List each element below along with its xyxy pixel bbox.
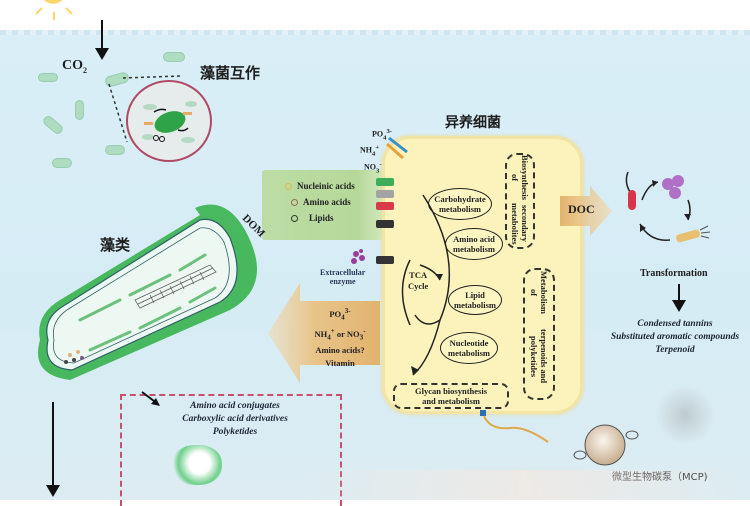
- algal-debris-cloud: [172, 445, 222, 485]
- amino-acids-label: Amino acids?: [315, 345, 365, 356]
- zoom-callout-lines: [108, 75, 181, 143]
- product-item: Polyketides: [212, 427, 258, 437]
- extracellular-enzyme-label: Extracellular enzyme: [320, 268, 366, 286]
- dom-panel: [262, 170, 382, 240]
- sky: [0, 0, 750, 34]
- tca-cycle-label: TCA Cycle: [408, 270, 429, 291]
- doc-products-list: Condensed tannins Substituted aromatic c…: [590, 318, 750, 357]
- water-surface: [0, 30, 750, 35]
- dom-item: Lipids: [285, 210, 375, 226]
- nh4-no3-label: NH4+ or NO3-: [314, 326, 366, 342]
- transporter-lipids-2-icon: [376, 220, 394, 228]
- bacterium: [105, 145, 125, 155]
- vitamin-label: Vitamin: [325, 358, 355, 369]
- bottom-haze: [300, 470, 750, 500]
- product-item: Terpenoid: [655, 345, 695, 355]
- dom-items-list: Nucleinic acids Amino acids Lipids: [285, 178, 375, 226]
- lipid-dot-icon: [291, 214, 298, 222]
- bacterium: [52, 158, 72, 168]
- mcp-pump-icon: [573, 424, 639, 466]
- bacterium: [163, 52, 185, 62]
- co2-arrow-icon: [95, 20, 109, 60]
- sun-icon: [38, 0, 68, 8]
- algae-bacteria-illustration: [142, 101, 197, 143]
- product-item: Carboxylic acid derivatives: [182, 414, 288, 424]
- secondary-metabolites-box: Biosynthesis of secondary metabolites: [505, 153, 535, 249]
- doc-label: DOC: [568, 202, 595, 216]
- dom-item: Amino acids: [285, 194, 375, 210]
- amino-acid-dot-icon: [291, 198, 298, 206]
- extracellular-enzyme-icon: [351, 249, 365, 264]
- po4-label: PO43-: [329, 307, 351, 322]
- sinking-arrow-icon: [46, 402, 60, 497]
- sun-rays-icon: [35, 7, 73, 20]
- nutrient-return-arrow: [268, 283, 380, 383]
- transporter-nucleic-acids-icon: [376, 178, 394, 186]
- transformation-label: Transformation: [640, 268, 708, 279]
- transporter-lipids-icon: [376, 202, 394, 210]
- heterotroph-label: 异养细菌: [445, 115, 501, 131]
- algae-bacteria-interaction-circle: [126, 80, 212, 162]
- interaction-label: 藻菌互作: [200, 64, 261, 82]
- doc-arrow: [560, 186, 612, 236]
- algae-cell: [38, 204, 257, 380]
- dom-item: Nucleinic acids: [285, 178, 375, 194]
- algal-products-box: [120, 394, 342, 506]
- bacterium: [38, 73, 58, 82]
- algal-products-list: Amino acid conjugates Carboxylic acid de…: [150, 400, 320, 439]
- nutrient-return-labels: PO43- NH4+ or NO3- Amino acids? Vitamin: [300, 305, 380, 370]
- transporter-amino-acids-icon: [376, 190, 394, 198]
- bacterium: [75, 100, 84, 120]
- tca-cycle-arrows-icon: [401, 194, 450, 376]
- product-item: Condensed tannins: [637, 319, 713, 329]
- flagellum-icon: [480, 410, 549, 443]
- algae-label: 藻类: [100, 236, 131, 254]
- recalcitrant-doc-cloud: [655, 385, 715, 445]
- transformation-arrow-icon: [672, 284, 686, 312]
- transporter-enzyme-icon: [376, 256, 394, 264]
- product-item: Amino acid conjugates: [190, 401, 280, 411]
- nutrient-transporters-icon: [386, 136, 408, 160]
- product-item: Substituted aromatic compounds: [610, 332, 740, 342]
- nutrients-in-labels: PO43- NH4+ NO3-: [360, 128, 392, 174]
- nucleic-acid-dot-icon: [285, 182, 292, 190]
- transformation-cycle-icon: [625, 171, 711, 243]
- co2-label: CO2: [62, 58, 87, 75]
- algal-products-arrow-icon: [141, 391, 160, 406]
- terpenoids-polyketides-box: Metabolism of terpenoids and polyketides: [523, 268, 555, 400]
